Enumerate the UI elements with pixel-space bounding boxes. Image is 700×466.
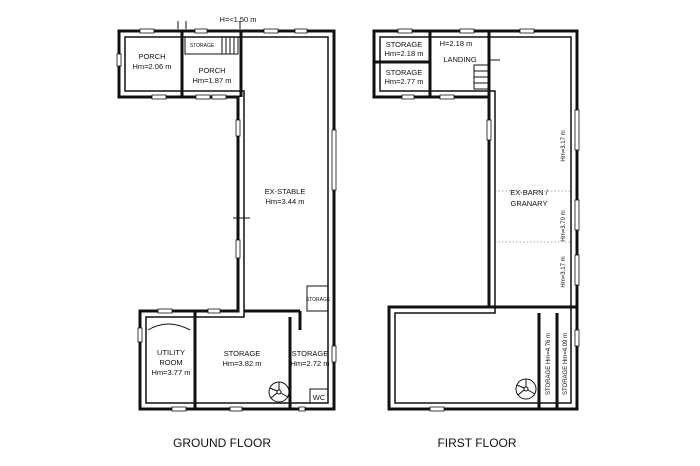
ff-storage-bottom-height: Hm=2.77 m [385,77,424,86]
utility-arch [147,323,191,331]
storage-mid-name: STORAGE [224,349,261,358]
storage-closet-box [306,285,329,312]
storage-small-name: STORAGE [190,43,215,49]
first-floor-stairs [473,59,500,90]
ex-stable-height: Hm=3.44 m [266,197,305,206]
first-floor-caption: FIRST FLOOR [437,436,516,450]
landing-height: H=2.18 m [440,39,473,48]
ex-barn-name-line1: EX-BARN / [510,188,548,197]
storage-right-name: STORAGE [292,349,329,358]
first-floor-inner-wall-face [379,36,572,404]
ff-storage-top-height: Hm=2.18 m [385,49,424,58]
utility-name-line1: UTILITY [157,348,185,357]
wc-name: WC [313,393,326,402]
barn-height-top: Hm=3.17 m [561,130,567,161]
ground-floor-stairs [221,37,235,54]
ff-storage-vert-right: STORAGE Hm=4.09 m [563,333,569,395]
spiral-stair-ground [268,381,290,403]
ground-floor-inner-wall-face [124,36,329,404]
wc-box [309,388,329,404]
porch-left-height: Hm=2.06 m [133,62,172,71]
ground-floor-plan: H=<1.50 m PORCH Hm=2.06 m STORAGE PORCH … [116,15,337,450]
ff-storage-vert-left: STORAGE Hm=4.76 m [546,333,552,395]
first-floor-openings [397,28,580,412]
ex-barn-name-line2: GRANARY [511,199,548,208]
storage-small-box [184,36,239,55]
storage-right-height: Hm=2.72 m [291,359,330,368]
ex-stable-name: EX-STABLE [265,187,306,196]
porch-right-height: Hm=1.87 m [193,76,232,85]
ff-storage-top-name: STORAGE [386,40,423,49]
barn-height-mid: Hm=3.70 m [561,210,567,241]
landing-name: LANDING [443,55,477,64]
height-note-label: H=<1.50 m [219,15,256,24]
utility-name-line2: ROOM [159,358,182,367]
storage-closet-name: STORAGE [306,297,331,303]
porch-left-name: PORCH [138,52,165,61]
porch-right-name: PORCH [198,66,225,75]
first-floor-plan: STORAGE Hm=2.18 m STORAGE Hm=2.77 m H=2.… [372,28,580,450]
spiral-stair-first [515,378,537,400]
storage-mid-height: Hm=3.82 m [223,359,262,368]
ground-floor-caption: GROUND FLOOR [173,436,271,450]
ff-storage-bottom-name: STORAGE [386,68,423,77]
ground-floor-openings [116,28,337,412]
utility-height: Hm=3.77 m [152,368,191,377]
barn-height-bottom: Hm=3.17 m [561,256,567,287]
